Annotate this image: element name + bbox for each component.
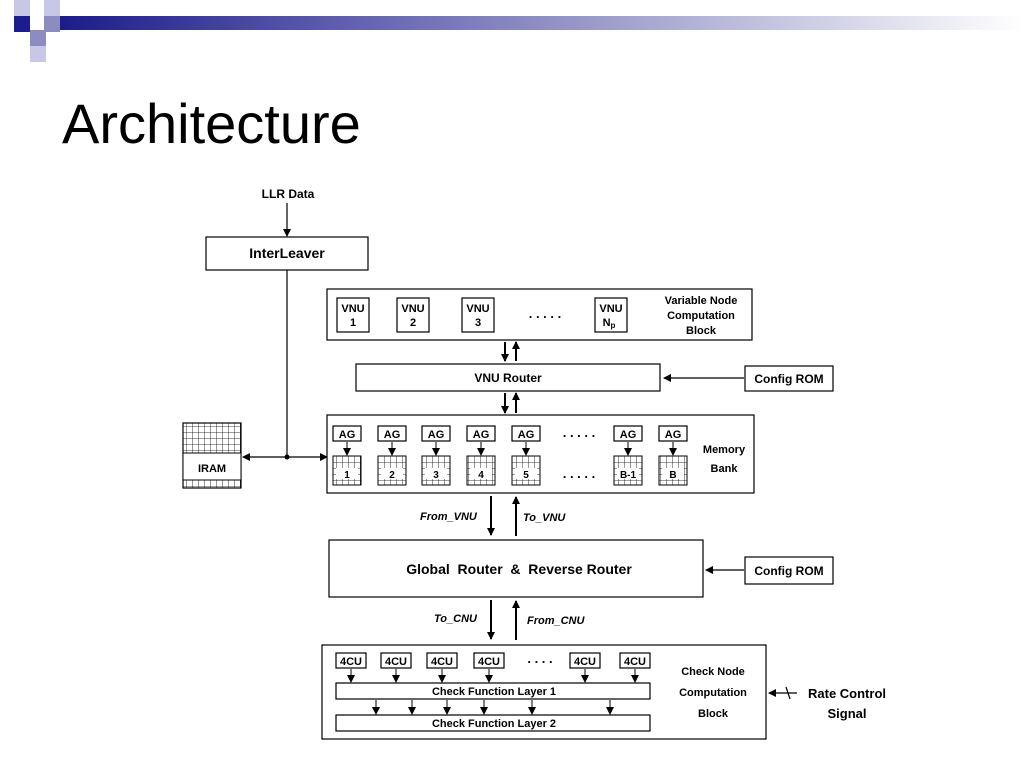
interleaver-box: [205, 236, 369, 271]
svg-text:3: 3: [433, 470, 439, 481]
vnu-unit-last: VNU Np: [594, 297, 628, 333]
global-router-label: Global Router & Reverse Router: [406, 561, 632, 577]
cnu-unit: 4CU: [473, 652, 505, 683]
svg-text:VNU: VNU: [466, 303, 489, 315]
llr-data-label: LLR Data: [262, 187, 315, 201]
svg-text:AG: AG: [339, 429, 356, 441]
svg-text:AG: AG: [473, 429, 490, 441]
svg-text:4CU: 4CU: [574, 656, 596, 668]
svg-text:5: 5: [523, 470, 529, 481]
check-layer-2-label: Check Function Layer 2: [432, 718, 556, 730]
memory-column: AG 2: [377, 425, 407, 486]
slide-title: Architecture: [62, 92, 361, 155]
svg-text:1: 1: [344, 470, 350, 481]
svg-text:4CU: 4CU: [478, 656, 500, 668]
rate-control-label: Signal: [827, 706, 866, 721]
memory-dots-top: . . . . .: [563, 425, 596, 440]
rate-control-label: Rate Control: [808, 686, 886, 701]
vnu-router-box: [355, 363, 661, 392]
svg-text:AG: AG: [384, 429, 401, 441]
global-router-box: [328, 539, 704, 598]
vnu-caption: Variable Node: [665, 295, 738, 307]
memory-column: AG 4: [466, 425, 496, 486]
memory-column: AG 1: [332, 425, 362, 486]
check-layer-1-label: Check Function Layer 1: [432, 686, 556, 698]
svg-text:AG: AG: [518, 429, 535, 441]
svg-text:4CU: 4CU: [385, 656, 407, 668]
vnu-unit: VNU 3: [461, 297, 495, 333]
config-rom-box: [744, 556, 834, 585]
vnu-unit: VNU 2: [396, 297, 430, 333]
svg-text:B: B: [669, 470, 676, 481]
config-rom-box: [744, 365, 834, 392]
svg-text:4CU: 4CU: [624, 656, 646, 668]
svg-text:1: 1: [350, 317, 356, 329]
memory-column: AG B-1: [613, 425, 643, 486]
cnu-unit: 4CU: [619, 652, 651, 683]
check-layer-1: [335, 682, 651, 700]
svg-text:2: 2: [389, 470, 395, 481]
svg-text:Np: Np: [603, 317, 616, 330]
cnu-dots: . . . .: [527, 651, 552, 666]
memory-column: AG 5: [511, 425, 541, 486]
interleaver-label: InterLeaver: [249, 245, 325, 261]
svg-text:B-1: B-1: [620, 470, 637, 481]
cnu-caption: Block: [698, 708, 729, 720]
vnu-caption: Block: [686, 325, 717, 337]
svg-text:4CU: 4CU: [431, 656, 453, 668]
memory-column: AG B: [658, 425, 688, 486]
svg-text:VNU: VNU: [599, 303, 622, 315]
check-layer-2: [335, 714, 651, 732]
config-rom-label: Config ROM: [754, 372, 823, 386]
header-decoration: [14, 0, 1024, 62]
cnu-unit: 4CU: [426, 652, 458, 683]
cnu-unit: 4CU: [335, 652, 367, 683]
memory-column: AG 3: [421, 425, 451, 486]
svg-text:VNU: VNU: [401, 303, 424, 315]
from-vnu-label: From_VNU: [420, 511, 478, 523]
memory-dots-bottom: . . . . .: [563, 466, 596, 481]
cnu-unit: 4CU: [380, 652, 412, 683]
to-vnu-label: To_VNU: [523, 512, 566, 524]
svg-text:AG: AG: [620, 429, 637, 441]
vnu-dots: . . . . .: [529, 306, 562, 321]
iram-label: IRAM: [198, 463, 226, 475]
memory-caption: Memory: [703, 444, 746, 456]
memory-caption: Bank: [711, 463, 739, 475]
svg-text:4: 4: [478, 470, 484, 481]
to-cnu-label: To_CNU: [434, 613, 478, 625]
cnu-caption: Check Node: [681, 666, 745, 678]
svg-text:2: 2: [410, 317, 416, 329]
iram-block: [182, 422, 242, 489]
vnu-unit: VNU 1: [336, 297, 370, 333]
svg-text:AG: AG: [665, 429, 682, 441]
config-rom-label: Config ROM: [754, 564, 823, 578]
from-cnu-label: From_CNU: [527, 615, 586, 627]
svg-text:4CU: 4CU: [340, 656, 362, 668]
svg-text:3: 3: [475, 317, 481, 329]
vnu-caption: Computation: [667, 310, 735, 322]
svg-text:AG: AG: [428, 429, 445, 441]
cnu-caption: Computation: [679, 687, 747, 699]
cnu-unit: 4CU: [569, 652, 601, 683]
svg-text:VNU: VNU: [341, 303, 364, 315]
vnu-router-label: VNU Router: [474, 371, 542, 385]
